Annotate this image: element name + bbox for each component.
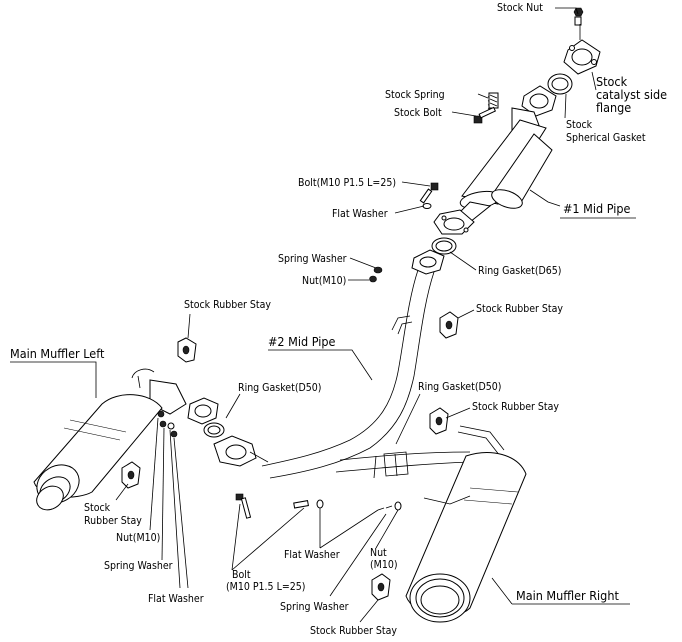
stock-rubber-stay-bottom-part: [371, 573, 391, 601]
stock-rubber-stay-left-bottom-part: [121, 461, 141, 489]
leader-rubber-stay-right-mid: [445, 407, 471, 419]
label-nut-m10-bottom-1: Nut: [370, 547, 387, 559]
label-nut-m10-left: Nut(M10): [116, 532, 160, 544]
leader-catalyst-flange: [591, 71, 597, 91]
leader-stock-nut: [555, 7, 579, 15]
leader-ring-gasket-d50-right: [395, 393, 421, 445]
label-catalyst-flange-1: Stock: [596, 74, 628, 89]
leader-nut-bottom: [375, 509, 399, 549]
leader-bolt-top: [401, 181, 431, 187]
spring-washer-top-part: [373, 266, 383, 274]
leader-spring-washer-top: [349, 257, 377, 269]
label-mid-pipe-2: #2 Mid Pipe: [268, 334, 335, 349]
label-nut-m10-top: Nut(M10): [302, 275, 346, 287]
stock-nut-part: [573, 7, 584, 26]
label-main-muffler-left: Main Muffler Left: [10, 346, 105, 361]
leader-mid-pipe-2: [268, 349, 373, 381]
leader-spring-washer-bottom: [329, 513, 387, 597]
label-flat-washer-bottom: Flat Washer: [284, 549, 340, 561]
ring-gasket-d65-part: [431, 237, 457, 255]
label-stock-rubber-stay-left-bottom-1: Stock: [84, 502, 111, 514]
label-spherical-gasket-1: Stock: [566, 119, 593, 131]
label-nut-m10-bottom-2: (M10): [370, 559, 398, 571]
mid-pipe-2: [213, 249, 471, 479]
stock-spring-part: [487, 92, 499, 110]
bolt-m10-top-part: [419, 182, 439, 204]
label-stock-rubber-stay-bottom: Stock Rubber Stay: [310, 625, 397, 637]
leader-ring-gasket-d65: [449, 251, 477, 271]
leader-ring-gasket-d50-left: [225, 393, 241, 419]
label-flat-washer-left: Flat Washer: [148, 593, 204, 605]
label-stock-rubber-stay-left-top: Stock Rubber Stay: [184, 299, 271, 311]
stock-rubber-stay-left-top-part: [177, 337, 197, 363]
stock-bolt-part: [473, 106, 497, 124]
leader-stock-bolt: [451, 111, 477, 117]
leader-main-muffler-right: [491, 577, 630, 605]
flat-washer-top-part: [422, 203, 432, 209]
label-spring-washer-top: Spring Washer: [278, 253, 347, 265]
bolt-m10-bottom-part: [235, 493, 252, 519]
label-stock-nut: Stock Nut: [497, 2, 543, 14]
mid-pipe-1: [433, 85, 557, 235]
label-catalyst-flange-3: flange: [596, 100, 631, 115]
leader-flat-washer-left: [169, 429, 189, 589]
main-muffler-left: [33, 368, 187, 511]
stock-spherical-gasket: [547, 73, 573, 95]
label-main-muffler-right: Main Muffler Right: [516, 588, 619, 603]
label-stock-spring: Stock Spring: [385, 89, 445, 101]
leader-mid-pipe-1: [529, 189, 561, 207]
main-muffler-right: [405, 425, 527, 623]
left-nuts-washers-part: [157, 410, 178, 438]
label-stock-rubber-stay-right-mid: Stock Rubber Stay: [472, 401, 559, 413]
bolt-flat-washer-part: [293, 499, 324, 509]
leader-nut-left: [149, 417, 159, 531]
label-stock-rubber-stay-right-top: Stock Rubber Stay: [476, 303, 563, 315]
label-ring-gasket-d50-left: Ring Gasket(D50): [238, 382, 321, 394]
leader-rubber-stay-left-bottom: [115, 483, 129, 501]
label-spring-washer-left: Spring Washer: [104, 560, 173, 572]
bottom-nuts-washers-part: [377, 501, 402, 511]
leader-rubber-stay-left-top: [187, 313, 191, 339]
leader-spring-washer-left: [161, 427, 165, 561]
label-bolt-m10-bottom-2: (M10 P1.5 L=25): [226, 581, 305, 593]
leader-stock-spring: [477, 93, 489, 99]
label-ring-gasket-d50-right: Ring Gasket(D50): [418, 381, 501, 393]
label-stock-rubber-stay-left-bottom-2: Rubber Stay: [84, 515, 142, 527]
label-mid-pipe-1: #1 Mid Pipe: [563, 201, 630, 216]
leader-rubber-stay-bottom: [359, 599, 379, 623]
label-catalyst-flange-2: catalyst side: [596, 87, 667, 102]
label-spherical-gasket-2: Spherical Gasket: [566, 132, 646, 144]
label-stock-bolt: Stock Bolt: [394, 107, 442, 119]
label-bolt-m10-top: Bolt(M10 P1.5 L=25): [298, 177, 396, 189]
label-ring-gasket-d65: Ring Gasket(D65): [478, 265, 561, 277]
label-spring-washer-bottom: Spring Washer: [280, 601, 349, 613]
leader-bolt-bottom: [231, 503, 305, 571]
leader-flat-washer-top: [394, 205, 425, 214]
label-flat-washer-top: Flat Washer: [332, 208, 388, 220]
leader-rubber-stay-right-top: [457, 309, 475, 319]
stock-rubber-stay-right-mid-part: [429, 407, 449, 435]
catalyst-side-flange: [563, 39, 601, 75]
leader-flat-washer-bottom: [319, 508, 379, 549]
stock-rubber-stay-right-top-part: [439, 311, 459, 339]
label-bolt-m10-bottom-1: Bolt: [232, 569, 251, 581]
leader-main-muffler-left: [10, 361, 97, 398]
leader-spherical-gasket: [564, 93, 567, 119]
ring-gasket-d50-left-part: [187, 397, 225, 438]
nut-m10-top-part: [369, 275, 377, 283]
